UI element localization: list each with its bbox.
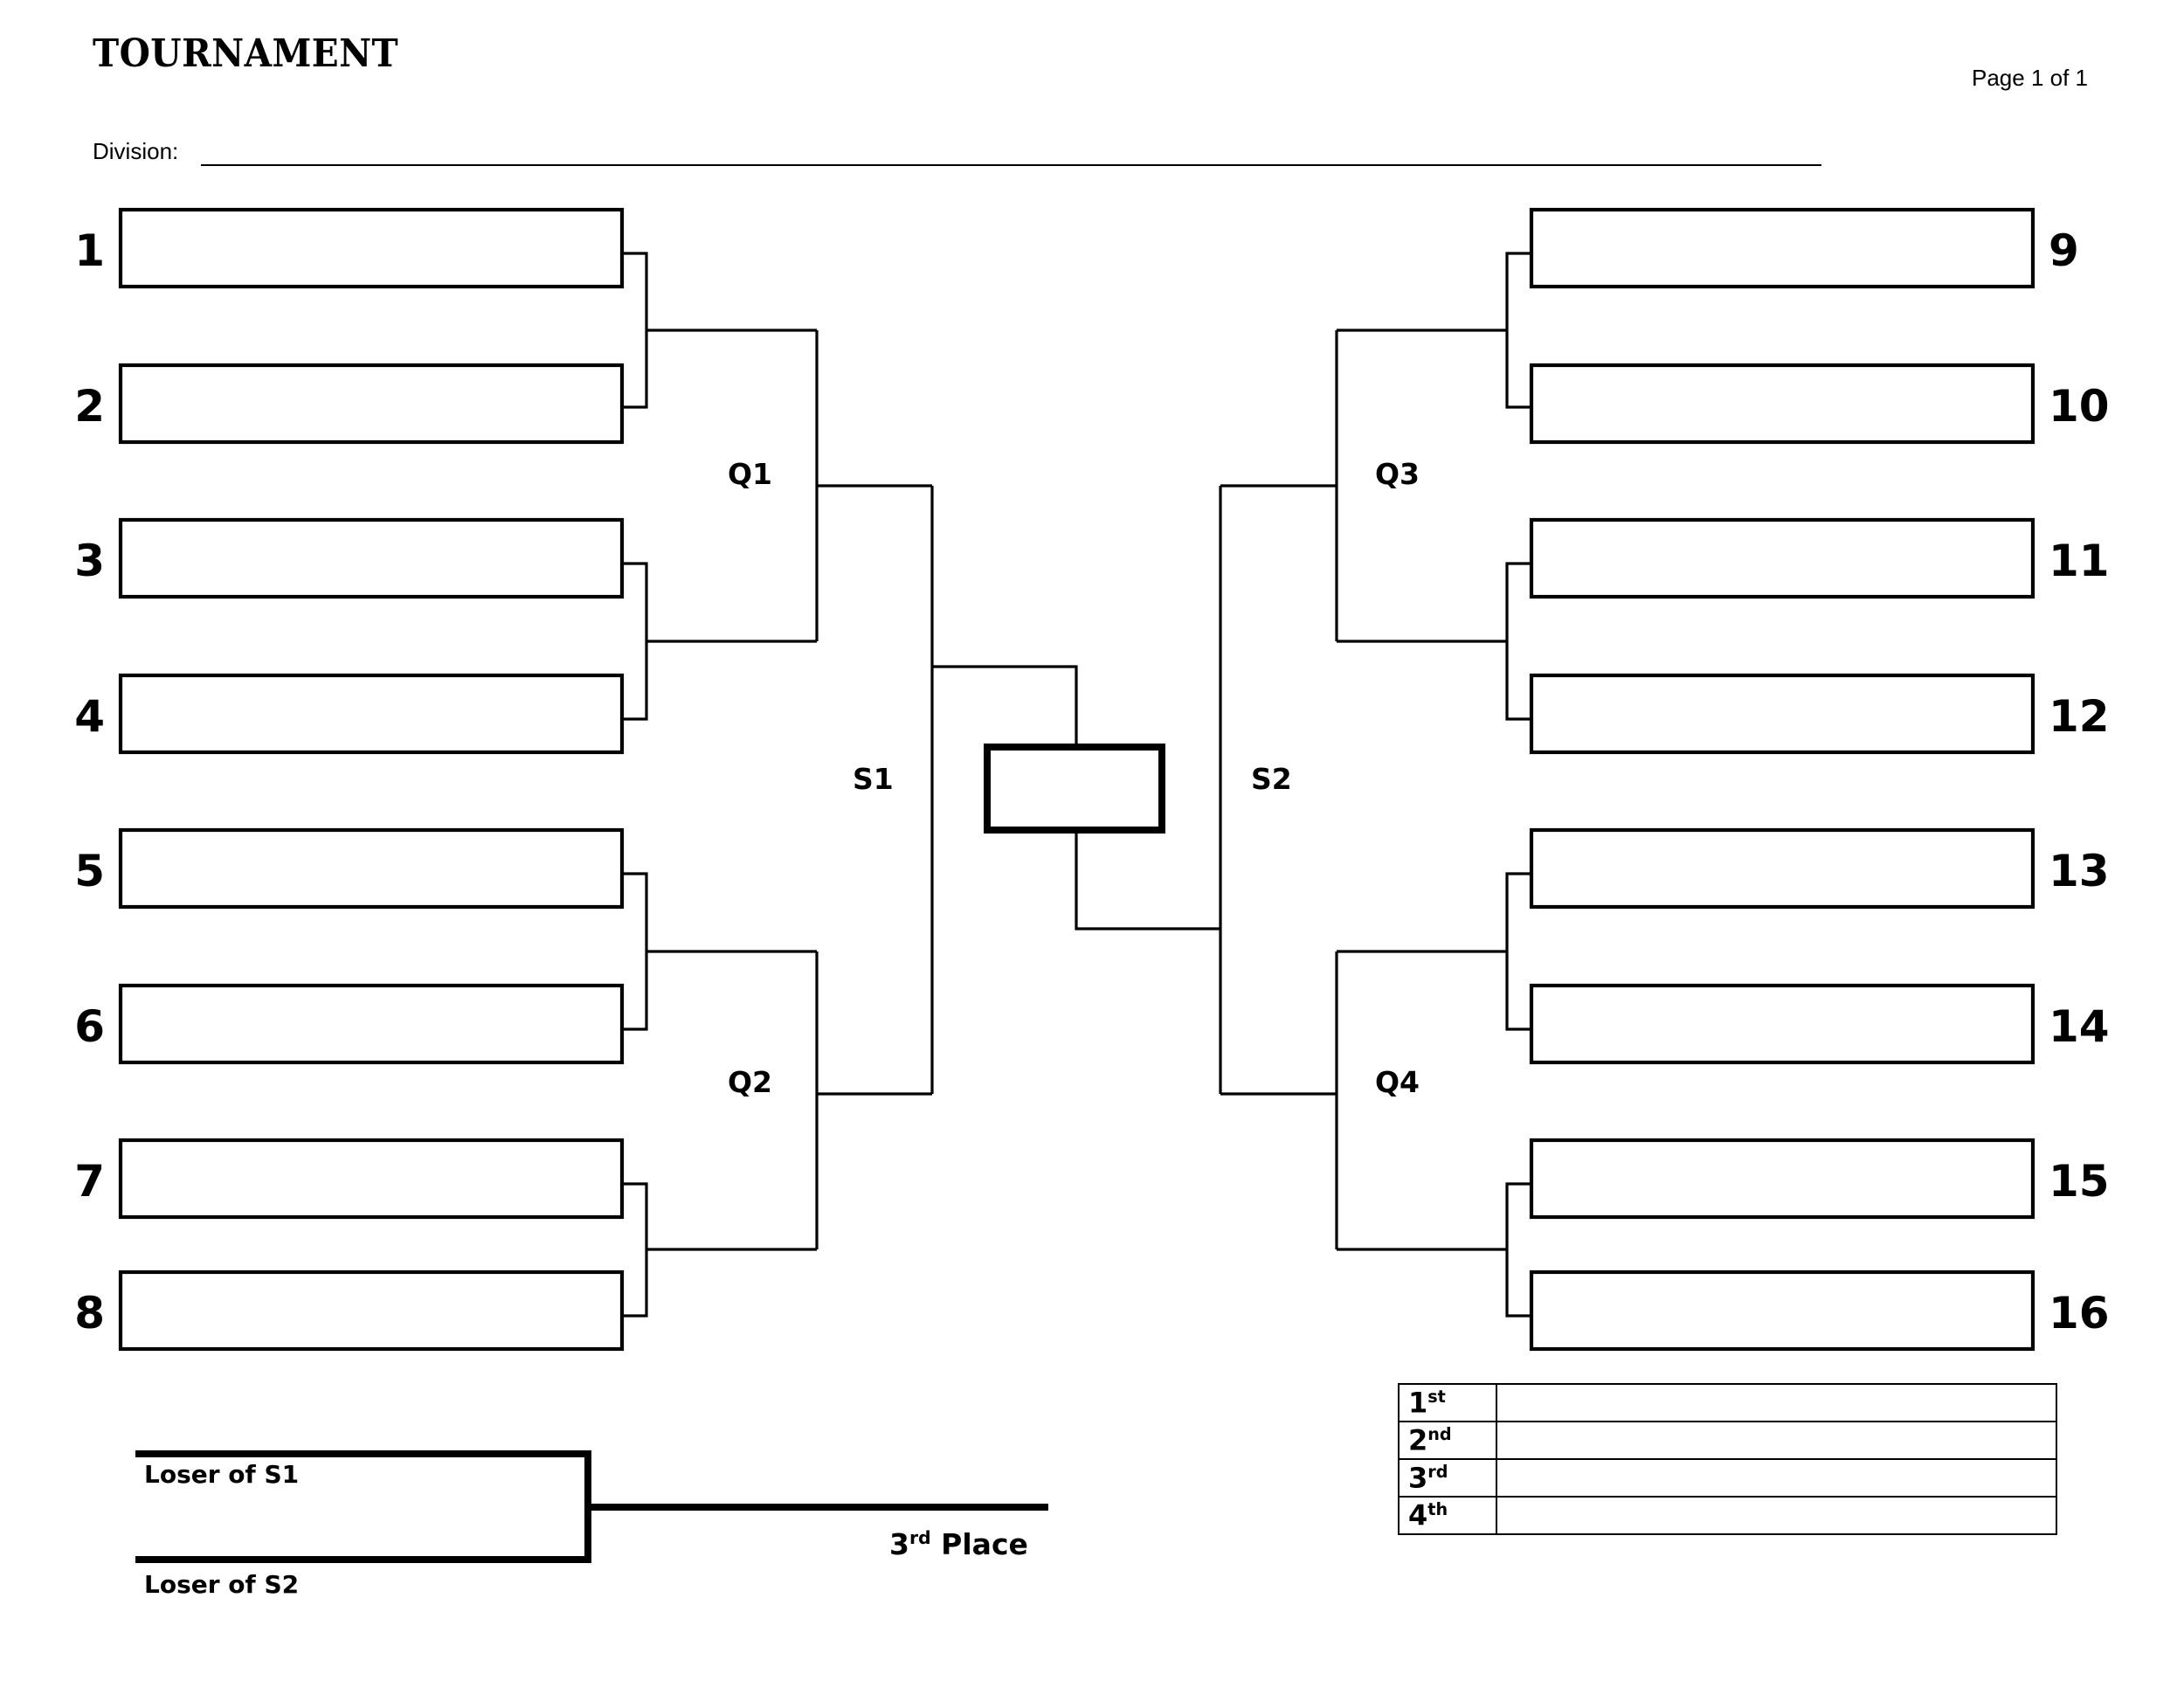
slot-seed-8 (118, 1269, 625, 1352)
slot-seed-10 (1529, 363, 2035, 445)
division-label: Division: (93, 138, 179, 164)
rank-number: 4 (1408, 1498, 1428, 1532)
round-label-s2: S2 (1251, 762, 1292, 796)
table-row: 3rd (1398, 1458, 2057, 1498)
third-place-ordinal: rd (909, 1527, 931, 1548)
seed-number-14: 14 (2049, 1001, 2110, 1052)
rank-number: 3 (1408, 1461, 1428, 1495)
slot-seed-12 (1529, 673, 2035, 755)
page-indicator: Page 1 of 1 (1972, 65, 2088, 91)
connector-s2-to-champion (1075, 830, 1220, 930)
connector-right-pair-3 (1505, 872, 1531, 1031)
slot-seed-7 (118, 1138, 625, 1220)
seed-number-6: 6 (74, 1001, 105, 1052)
seed-number-11: 11 (2049, 536, 2110, 586)
placement-value-3[interactable] (1496, 1458, 2057, 1498)
placement-value-4[interactable] (1496, 1496, 2057, 1535)
seed-number-15: 15 (2049, 1156, 2110, 1207)
rank-ordinal: st (1427, 1387, 1446, 1408)
slot-seed-1 (118, 207, 625, 289)
seed-number-5: 5 (74, 846, 105, 896)
rank-number: 2 (1408, 1423, 1428, 1457)
seed-number-8: 8 (74, 1288, 105, 1339)
slot-seed-6 (118, 983, 625, 1065)
seed-number-3: 3 (74, 536, 105, 586)
connector-left-pair-3 (622, 872, 648, 1031)
round-label-q2: Q2 (728, 1065, 773, 1099)
slot-seed-15 (1529, 1138, 2035, 1220)
consolation-top-label: Loser of S1 (144, 1460, 300, 1489)
seed-number-7: 7 (74, 1156, 105, 1207)
connector-right-pair-1 (1505, 252, 1531, 409)
seed-number-12: 12 (2049, 691, 2110, 742)
slot-seed-2 (118, 363, 625, 445)
connector-right-pair-4 (1505, 1182, 1531, 1318)
connector-s1-to-champion (932, 665, 1078, 747)
placement-rank-3: 3rd (1398, 1458, 1497, 1498)
connector-left-pair-4 (622, 1182, 648, 1318)
table-row: 2nd (1398, 1421, 2057, 1460)
rank-number: 1 (1408, 1386, 1428, 1420)
placement-rank-1: 1st (1398, 1383, 1497, 1422)
placement-table: 1st 2nd 3rd 4th (1398, 1383, 2057, 1535)
placement-rank-4: 4th (1398, 1496, 1497, 1535)
third-place-number: 3 (889, 1527, 909, 1561)
round-label-q4: Q4 (1375, 1065, 1420, 1099)
connector-right-pair-2 (1505, 562, 1531, 721)
rank-ordinal: nd (1427, 1424, 1452, 1445)
seed-number-1: 1 (74, 225, 105, 276)
placement-value-1[interactable] (1496, 1383, 2057, 1422)
table-row: 4th (1398, 1496, 2057, 1535)
slot-seed-9 (1529, 207, 2035, 289)
round-label-q3: Q3 (1375, 457, 1420, 491)
slot-seed-11 (1529, 517, 2035, 599)
placement-rank-2: 2nd (1398, 1421, 1497, 1460)
third-place-text: Place (930, 1527, 1028, 1561)
rank-ordinal: rd (1427, 1462, 1448, 1483)
placement-value-2[interactable] (1496, 1421, 2057, 1460)
slot-seed-5 (118, 827, 625, 910)
slot-seed-14 (1529, 983, 2035, 1065)
seed-number-16: 16 (2049, 1288, 2110, 1339)
champion-slot (984, 744, 1165, 834)
seed-number-2: 2 (74, 381, 105, 432)
rank-ordinal: th (1427, 1499, 1448, 1520)
third-place-label: 3rd Place (889, 1529, 1028, 1559)
division-input-line[interactable] (201, 164, 1821, 166)
seed-number-13: 13 (2049, 846, 2110, 896)
seed-number-4: 4 (74, 691, 105, 742)
slot-seed-4 (118, 673, 625, 755)
slot-seed-13 (1529, 827, 2035, 910)
connector-left-pair-2 (622, 562, 648, 721)
connector-left-pair-1 (622, 252, 648, 409)
table-row: 1st (1398, 1383, 2057, 1422)
page-title: TOURNAMENT (93, 31, 399, 76)
seed-number-9: 9 (2049, 225, 2079, 276)
slot-seed-3 (118, 517, 625, 599)
round-label-s1: S1 (853, 762, 894, 796)
consolation-bottom-label: Loser of S2 (144, 1570, 300, 1599)
slot-seed-16 (1529, 1269, 2035, 1352)
seed-number-10: 10 (2049, 381, 2110, 432)
round-label-q1: Q1 (728, 457, 773, 491)
